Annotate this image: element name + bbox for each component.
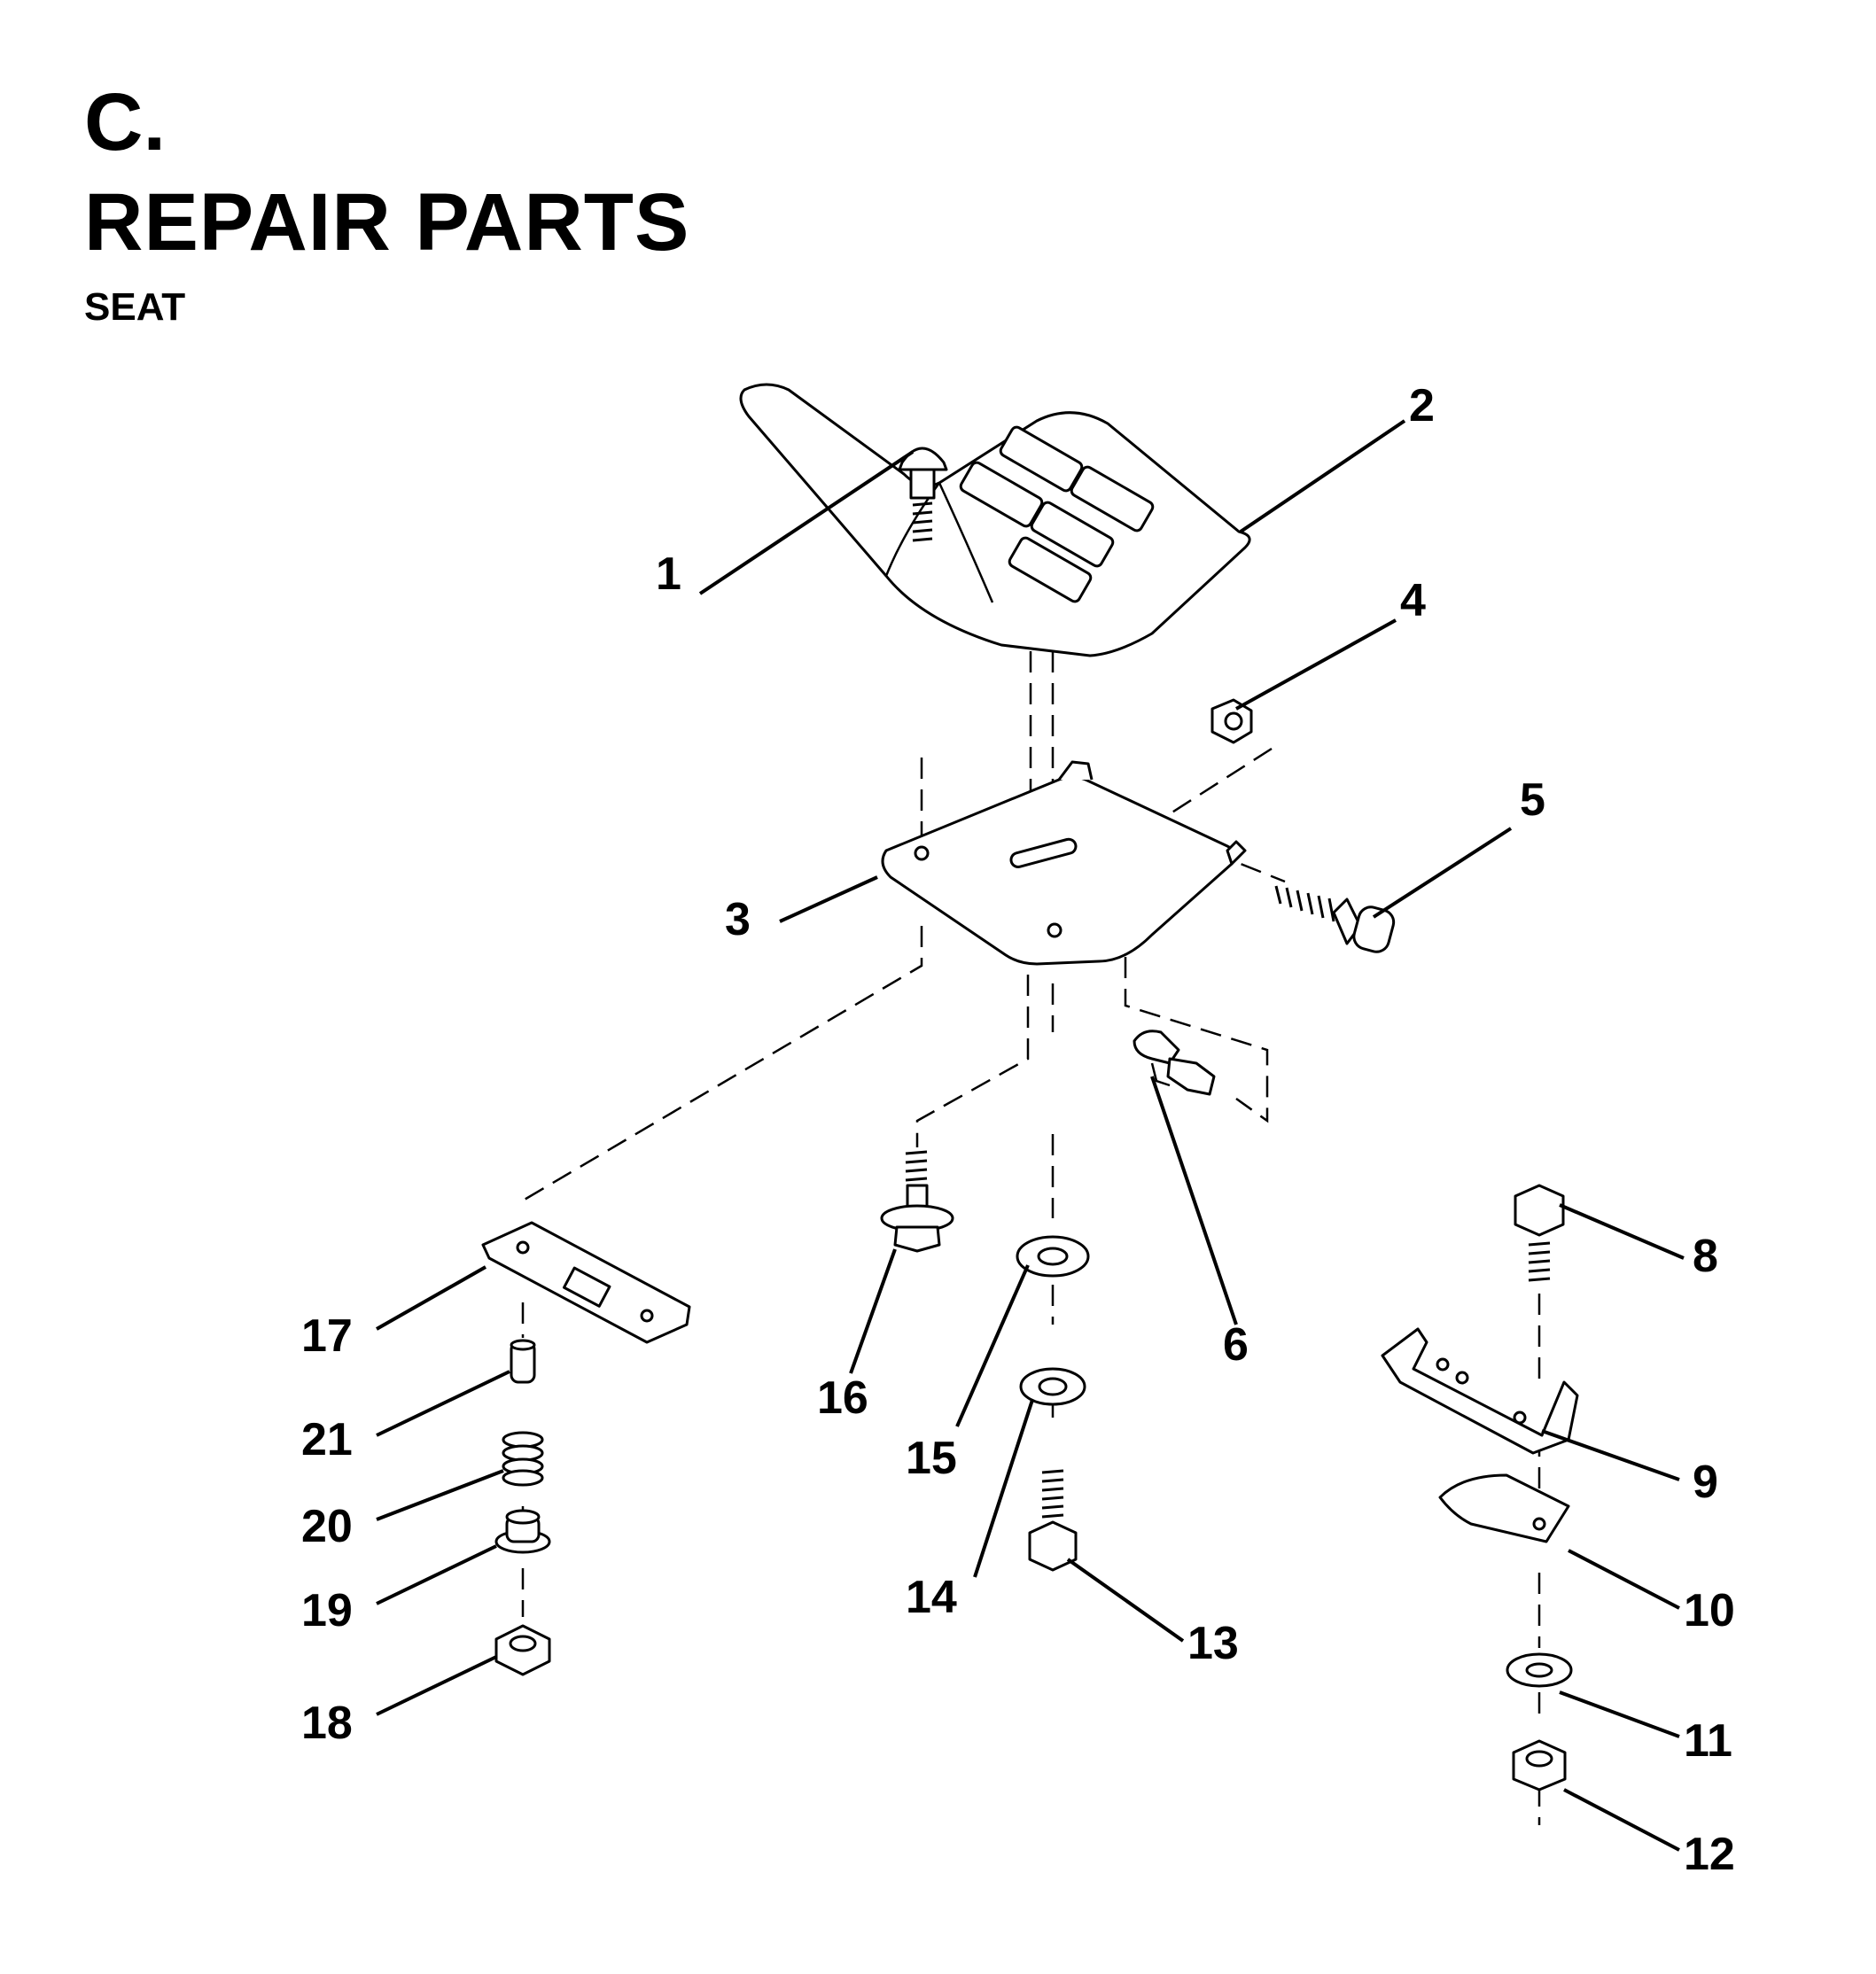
callout-6: 6 bbox=[1223, 1319, 1249, 1371]
seat-clip bbox=[1133, 1030, 1216, 1096]
callout-18: 18 bbox=[301, 1698, 353, 1749]
page-subtitle: SEAT bbox=[84, 285, 186, 329]
hex-nut bbox=[1210, 698, 1253, 744]
callout-5: 5 bbox=[1520, 774, 1545, 826]
hex-bolt-vertical bbox=[1028, 1469, 1078, 1572]
mounting-bracket bbox=[1381, 1327, 1579, 1455]
callout-15: 15 bbox=[906, 1433, 957, 1484]
callout-20: 20 bbox=[301, 1501, 353, 1552]
callout-9: 9 bbox=[1693, 1457, 1718, 1508]
callout-8: 8 bbox=[1693, 1231, 1718, 1282]
latch-plate bbox=[481, 1221, 691, 1344]
page-title: REPAIR PARTS bbox=[84, 177, 690, 268]
washer bbox=[1506, 1652, 1573, 1688]
shoulder-bolt bbox=[880, 1150, 954, 1253]
callout-17: 17 bbox=[301, 1310, 353, 1362]
hex-bolt-right bbox=[1514, 1184, 1565, 1282]
lock-washer bbox=[1019, 1367, 1086, 1406]
callout-11: 11 bbox=[1684, 1715, 1732, 1767]
callout-13: 13 bbox=[1187, 1618, 1239, 1669]
compression-spring bbox=[502, 1431, 544, 1487]
callout-14: 14 bbox=[906, 1572, 957, 1623]
support-plate bbox=[1438, 1473, 1570, 1543]
callout-3: 3 bbox=[725, 894, 751, 945]
callout-4: 4 bbox=[1400, 575, 1426, 626]
leader-lines bbox=[376, 419, 1685, 1852]
lock-nut bbox=[1512, 1739, 1567, 1791]
seat bbox=[739, 383, 1251, 657]
callout-16: 16 bbox=[817, 1372, 868, 1424]
hex-bolt bbox=[1274, 885, 1396, 953]
bushing bbox=[494, 1509, 551, 1554]
seat-pan bbox=[881, 760, 1247, 966]
callout-19: 19 bbox=[301, 1585, 353, 1636]
pin bbox=[510, 1339, 536, 1384]
flat-washer bbox=[1016, 1235, 1090, 1278]
callout-10: 10 bbox=[1684, 1585, 1735, 1636]
flange-nut bbox=[494, 1624, 551, 1676]
callout-labels: 1 2 3 4 5 6 8 9 10 11 12 13 14 15 16 17 … bbox=[301, 380, 1735, 1880]
callout-12: 12 bbox=[1684, 1829, 1735, 1880]
callout-2: 2 bbox=[1409, 380, 1435, 431]
section-letter: C. bbox=[84, 77, 166, 167]
callout-21: 21 bbox=[301, 1414, 353, 1465]
callout-1: 1 bbox=[656, 548, 681, 600]
